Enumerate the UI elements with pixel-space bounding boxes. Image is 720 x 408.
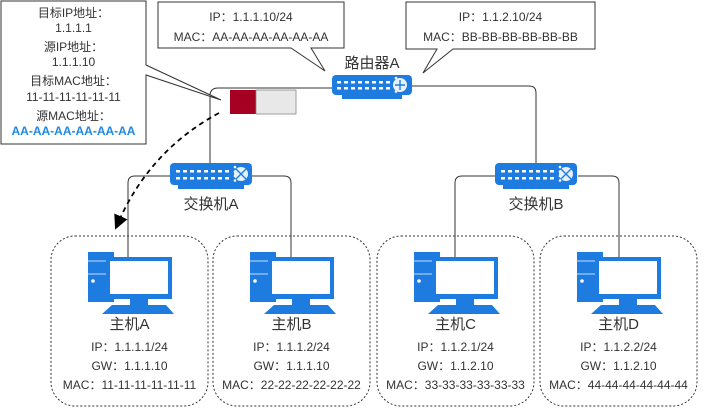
computer-icon xyxy=(250,252,336,314)
router-right-mac: MAC：BB-BB-BB-BB-BB-BB xyxy=(423,30,578,44)
switchB-label: 交换机B xyxy=(508,196,564,213)
router-left-mac: MAC：AA-AA-AA-AA-AA-AA xyxy=(173,30,329,44)
packet-path-arrow xyxy=(114,112,220,230)
host-mac: MAC：22-22-22-22-22-22 xyxy=(222,378,361,392)
link-switchA-hostA xyxy=(127,175,171,258)
host-mac: MAC：33-33-33-33-33-33 xyxy=(386,378,525,392)
host-gw: GW：1.1.1.10 xyxy=(91,359,168,373)
host-mac: MAC：44-44-44-44-44-44 xyxy=(549,378,688,392)
router-left-ip: IP：1.1.1.10/24 xyxy=(209,10,293,24)
hostB-group xyxy=(212,235,371,407)
switchB-icon xyxy=(495,163,577,189)
packet-icon xyxy=(230,89,297,115)
host-ip: IP：1.1.1.1/24 xyxy=(91,340,168,354)
host-name: 主机A xyxy=(109,316,150,333)
computer-icon xyxy=(577,252,663,314)
packet-src-ip: 1.1.1.10 xyxy=(51,55,96,69)
host-gw: GW：1.1.2.10 xyxy=(580,359,657,373)
packet-dst-ip: 1.1.1.1 xyxy=(55,21,92,35)
computer-icon xyxy=(88,252,174,314)
callout-router-left xyxy=(157,1,345,72)
router-label: 路由器A xyxy=(344,55,400,72)
packet-dst-mac: 11-11-11-11-11-11 xyxy=(26,90,121,104)
hostC-group xyxy=(376,235,535,407)
callout-packet-info xyxy=(0,0,222,145)
link-switchA-hostB xyxy=(252,175,292,258)
packet-src-mac: AA-AA-AA-AA-AA-AA xyxy=(11,124,136,138)
host-name: 主机C xyxy=(435,316,476,333)
link-switchB-hostC xyxy=(454,175,497,258)
host-ip: IP：1.1.1.2/24 xyxy=(253,340,330,354)
hostA-group xyxy=(50,235,209,407)
host-gw: GW：1.1.2.10 xyxy=(417,359,494,373)
packet-dst-ip-label: 目标IP地址： xyxy=(37,6,110,20)
link-router-switchB xyxy=(405,85,537,165)
computer-icon xyxy=(414,252,500,314)
host-ip: IP：1.1.2.1/24 xyxy=(417,340,494,354)
callout-router-right xyxy=(405,1,596,74)
switchA-label: 交换机A xyxy=(183,196,239,213)
switchA-icon xyxy=(170,163,252,189)
packet-src-mac-label: 源MAC地址： xyxy=(36,109,111,123)
hostD-group xyxy=(539,235,698,407)
link-switchB-hostD xyxy=(578,175,620,258)
host-mac: MAC：11-11-11-11-11-11 xyxy=(62,378,197,392)
host-gw: GW：1.1.1.10 xyxy=(253,359,330,373)
packet-src-ip-label: 源IP地址： xyxy=(43,40,104,54)
packet-dst-mac-label: 目标MAC地址： xyxy=(30,74,117,88)
host-ip: IP：1.1.2.2/24 xyxy=(580,340,657,354)
router-icon xyxy=(332,75,412,99)
router-right-ip: IP：1.1.2.10/24 xyxy=(458,10,543,24)
host-name: 主机D xyxy=(598,316,639,333)
host-name: 主机B xyxy=(271,316,312,333)
